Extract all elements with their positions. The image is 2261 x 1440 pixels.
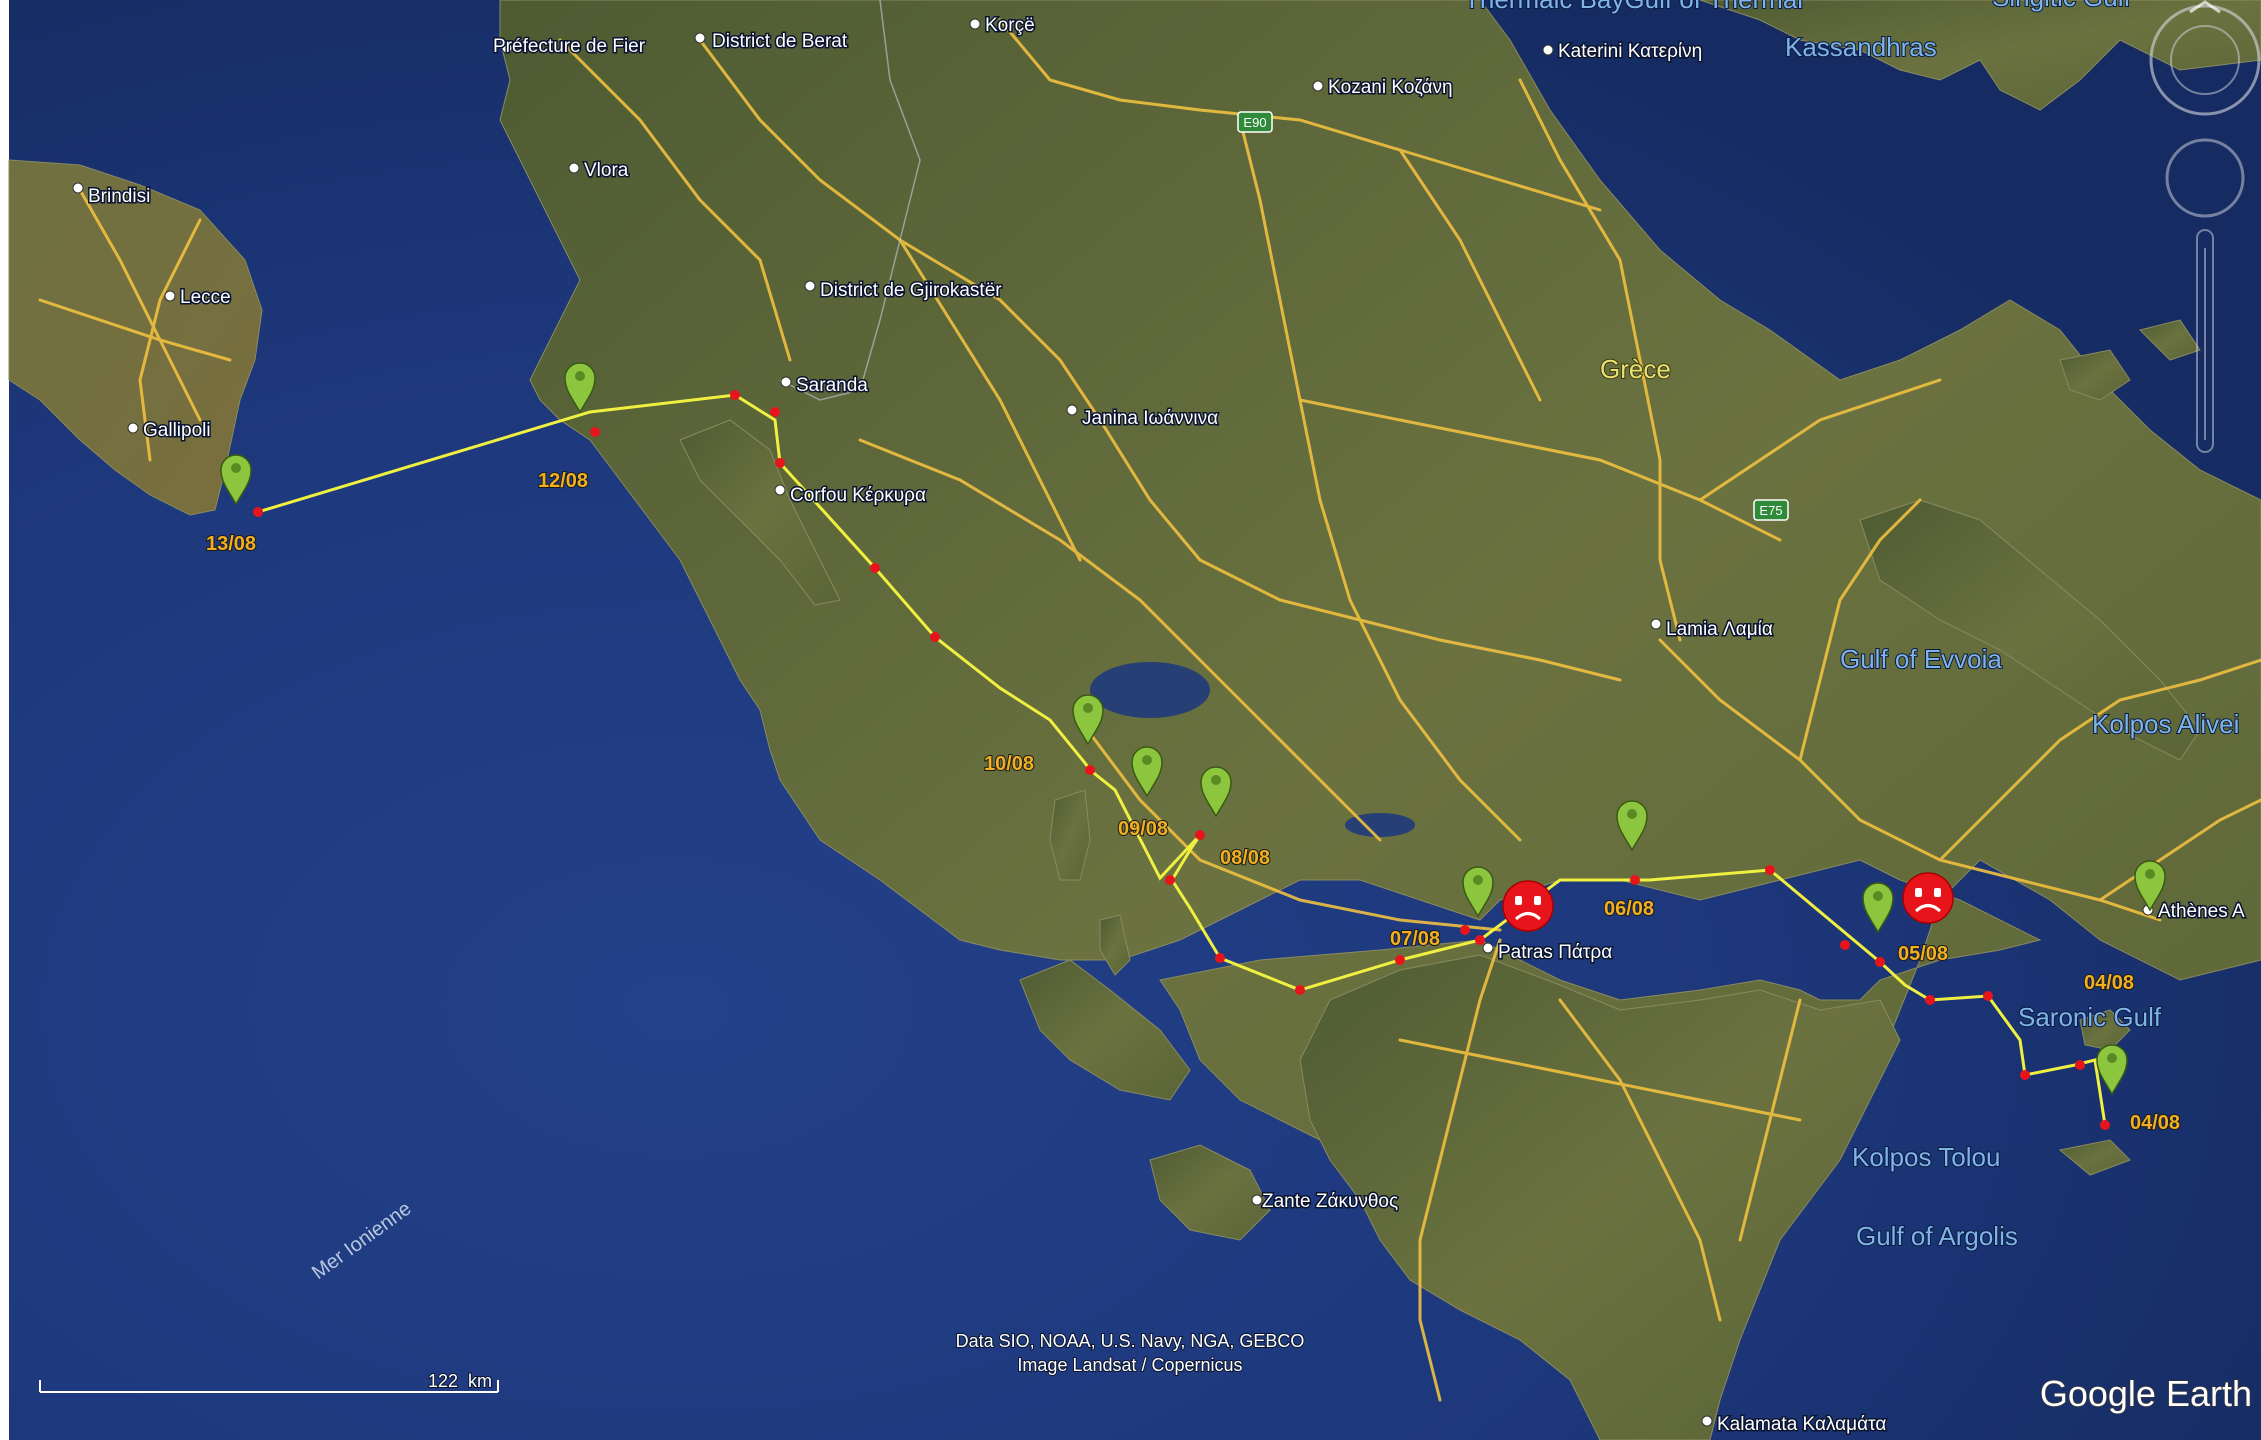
zoom-slider[interactable] — [2196, 229, 2214, 453]
left-frame-strip — [0, 0, 9, 1440]
label-vlora: Vlora — [584, 160, 629, 181]
label-ioannina: Janina Ιωάννινα — [1082, 408, 1218, 429]
date-label-07-08: 07/08 — [1390, 928, 1440, 950]
marker-10-08[interactable] — [1072, 694, 1104, 746]
label-saranda: Saranda — [796, 375, 868, 396]
sad-face-icon-patras[interactable] — [1502, 880, 1554, 932]
date-label-06-08: 06/08 — [1604, 898, 1654, 920]
label-lecce: Lecce — [180, 287, 231, 308]
marker-06-08[interactable] — [1616, 800, 1648, 852]
label-patras: Patras Πάτρα — [1498, 942, 1612, 963]
label-fier: Préfecture de Fier — [493, 36, 646, 57]
route-waypoints — [253, 390, 2110, 1130]
label-kassandra: Kassandhras — [1785, 32, 1937, 62]
label-grece: Grèce — [1600, 354, 1671, 384]
label-corfou: Corfou Κέρκυρα — [790, 485, 926, 506]
evia-island — [1859, 499, 2201, 761]
date-label-05-08: 05/08 — [1898, 943, 1948, 965]
compass-control[interactable] — [2149, 0, 2261, 116]
label-saronic: Saronic Gulf — [2018, 1002, 2162, 1032]
date-label-08-08: 08/08 — [1220, 847, 1270, 869]
marker-04-08-north[interactable] — [2134, 860, 2166, 912]
highway-shield-e75: E75 — [1753, 499, 1789, 521]
date-label-09-08: 09/08 — [1118, 818, 1168, 840]
date-label-04-08-north: 04/08 — [2084, 972, 2134, 994]
label-katerini: Katerini Κατερίνη — [1558, 41, 1702, 62]
label-kozani: Kozani Κοζάνη — [1328, 77, 1453, 98]
marker-12-08[interactable] — [564, 362, 596, 414]
scale-unit: km — [468, 1371, 492, 1391]
label-alivei: Kolpos Alivei — [2092, 709, 2239, 739]
label-thermaic: Thermaic BayGulf of Thermai — [1464, 0, 1803, 14]
lefkada-island — [1049, 789, 1091, 881]
label-gjirokaster: District de Gjirokastër — [820, 280, 1002, 301]
marker-13-08[interactable] — [220, 454, 252, 506]
label-zante: Zante Ζάκυνθος — [1262, 1191, 1398, 1212]
google-earth-logo: Google Earth — [2040, 1373, 2252, 1414]
marker-05-08[interactable] — [1862, 882, 1894, 934]
date-label-04-08-south: 04/08 — [2130, 1112, 2180, 1134]
label-brindisi: Brindisi — [88, 186, 150, 207]
aegina-island — [2079, 1009, 2131, 1051]
marker-09-08[interactable] — [1131, 746, 1163, 798]
label-kalamata: Kalamata Καλαμάτα — [1717, 1414, 1886, 1435]
label-athens: Athènes A — [2158, 901, 2245, 922]
kefalonia-island — [1019, 959, 1191, 1101]
zakynthos-island — [1149, 1144, 1271, 1241]
date-label-13-08: 13/08 — [206, 533, 256, 555]
ithaca-island — [1099, 914, 1131, 976]
date-label-12-08: 12/08 — [538, 470, 588, 492]
highway-shield-e90: E90 — [1237, 111, 1273, 133]
look-control[interactable] — [2165, 138, 2245, 218]
label-lamia: Lamia Λαμία — [1666, 619, 1773, 640]
marker-04-08-south[interactable] — [2096, 1044, 2128, 1096]
sailing-route — [257, 393, 2107, 1126]
label-argolis: Gulf of Argolis — [1856, 1221, 2018, 1251]
hydra-island — [2058, 1139, 2131, 1176]
lake-ioannina — [1090, 662, 1210, 718]
label-singitic: Singitic Gulf — [1992, 0, 2131, 12]
corfu-island — [679, 419, 841, 606]
sporades-island-2 — [2139, 319, 2201, 361]
label-evvoia: Gulf of Evvoia — [1840, 644, 2002, 674]
label-korce: Korçë — [985, 15, 1035, 36]
label-tolou: Kolpos Tolou — [1852, 1142, 2000, 1172]
label-berat: District de Berat — [712, 31, 848, 52]
sad-face-icon-corinth[interactable] — [1902, 872, 1954, 924]
label-gallipoli: Gallipoli — [143, 420, 211, 441]
chalkidiki-land — [1699, 0, 2261, 111]
borders — [779, 0, 921, 401]
marker-07-08[interactable] — [1462, 866, 1494, 918]
svg-text:E75: E75 — [1759, 503, 1782, 518]
marker-08-08[interactable] — [1200, 766, 1232, 818]
peloponnese-land — [1299, 954, 1901, 1440]
svg-text:E90: E90 — [1243, 115, 1266, 130]
lake-trichonida — [1345, 813, 1415, 837]
scale-bar: 122 km — [39, 1370, 499, 1393]
attribution-line-1: Data SIO, NOAA, U.S. Navy, NGA, GEBCO — [956, 1331, 1305, 1351]
scale-value: 122 — [428, 1371, 458, 1391]
sporades-island — [2059, 349, 2131, 401]
road-network — [38, 18, 2261, 1402]
date-label-10-08: 10/08 — [984, 753, 1034, 775]
place-dots — [72, 18, 2154, 1427]
attribution-line-2: Image Landsat / Copernicus — [1017, 1355, 1242, 1375]
